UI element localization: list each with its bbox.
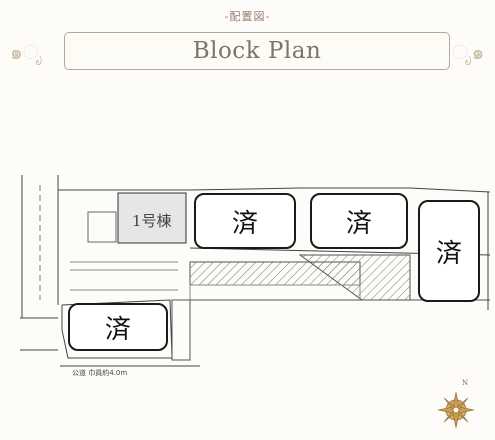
sold-label: 済 xyxy=(231,208,258,239)
sold-lot-5: 済 xyxy=(68,303,168,351)
compass-north-label: N xyxy=(462,379,468,387)
page-title: Block Plan xyxy=(192,38,322,64)
sold-label: 済 xyxy=(345,208,372,239)
sold-lot-3: 済 xyxy=(310,193,408,249)
sold-lot-2: 済 xyxy=(194,193,296,249)
compass-rose-icon: N xyxy=(437,379,475,429)
section-subtitle: -配置図- xyxy=(224,10,271,23)
right-ornament-icon: ೃ๑ xyxy=(452,40,485,64)
left-ornament-icon: ๑ೃ xyxy=(10,40,43,64)
sold-label: 済 xyxy=(435,238,462,269)
sold-label: 済 xyxy=(104,314,131,345)
lot-1-label: 1号棟 xyxy=(132,212,172,230)
road-label: 公道 巾員約4.0m xyxy=(72,369,128,377)
page-title-banner: Block Plan xyxy=(64,32,450,70)
sold-lot-4: 済 xyxy=(418,200,480,302)
